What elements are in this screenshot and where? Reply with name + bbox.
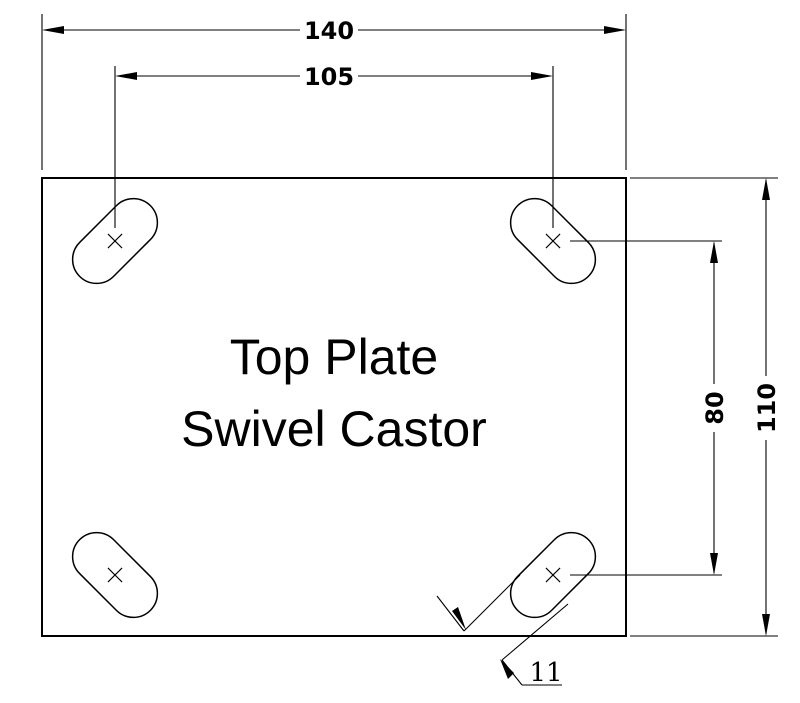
dimension-label-overall-width: 140: [304, 17, 354, 45]
dimension-label-hole-spacing-height: 80: [701, 391, 729, 424]
plate-outline: [41, 177, 627, 637]
mounting-slot-top-right: [509, 197, 597, 285]
mounting-slot-bottom-right: [509, 531, 597, 619]
dimension-label-slot-width: 11: [529, 658, 562, 688]
dimension-label-hole-spacing-width: 105: [304, 63, 354, 91]
drawing-title-line-1: Top Plate: [230, 329, 438, 385]
dimension-hole-spacing-width: 105: [114, 62, 554, 228]
drawing-title-line-2: Swivel Castor: [181, 401, 487, 457]
dimension-overall-width: 140: [41, 14, 627, 170]
mounting-slot-top-left: [71, 197, 159, 285]
dimension-hole-spacing-height: 80: [570, 240, 729, 576]
dimension-label-overall-height: 110: [753, 383, 781, 433]
dimension-slot-width: 11: [436, 574, 569, 688]
dimension-overall-height: 110: [630, 177, 781, 637]
mounting-slot-bottom-left: [71, 531, 159, 619]
